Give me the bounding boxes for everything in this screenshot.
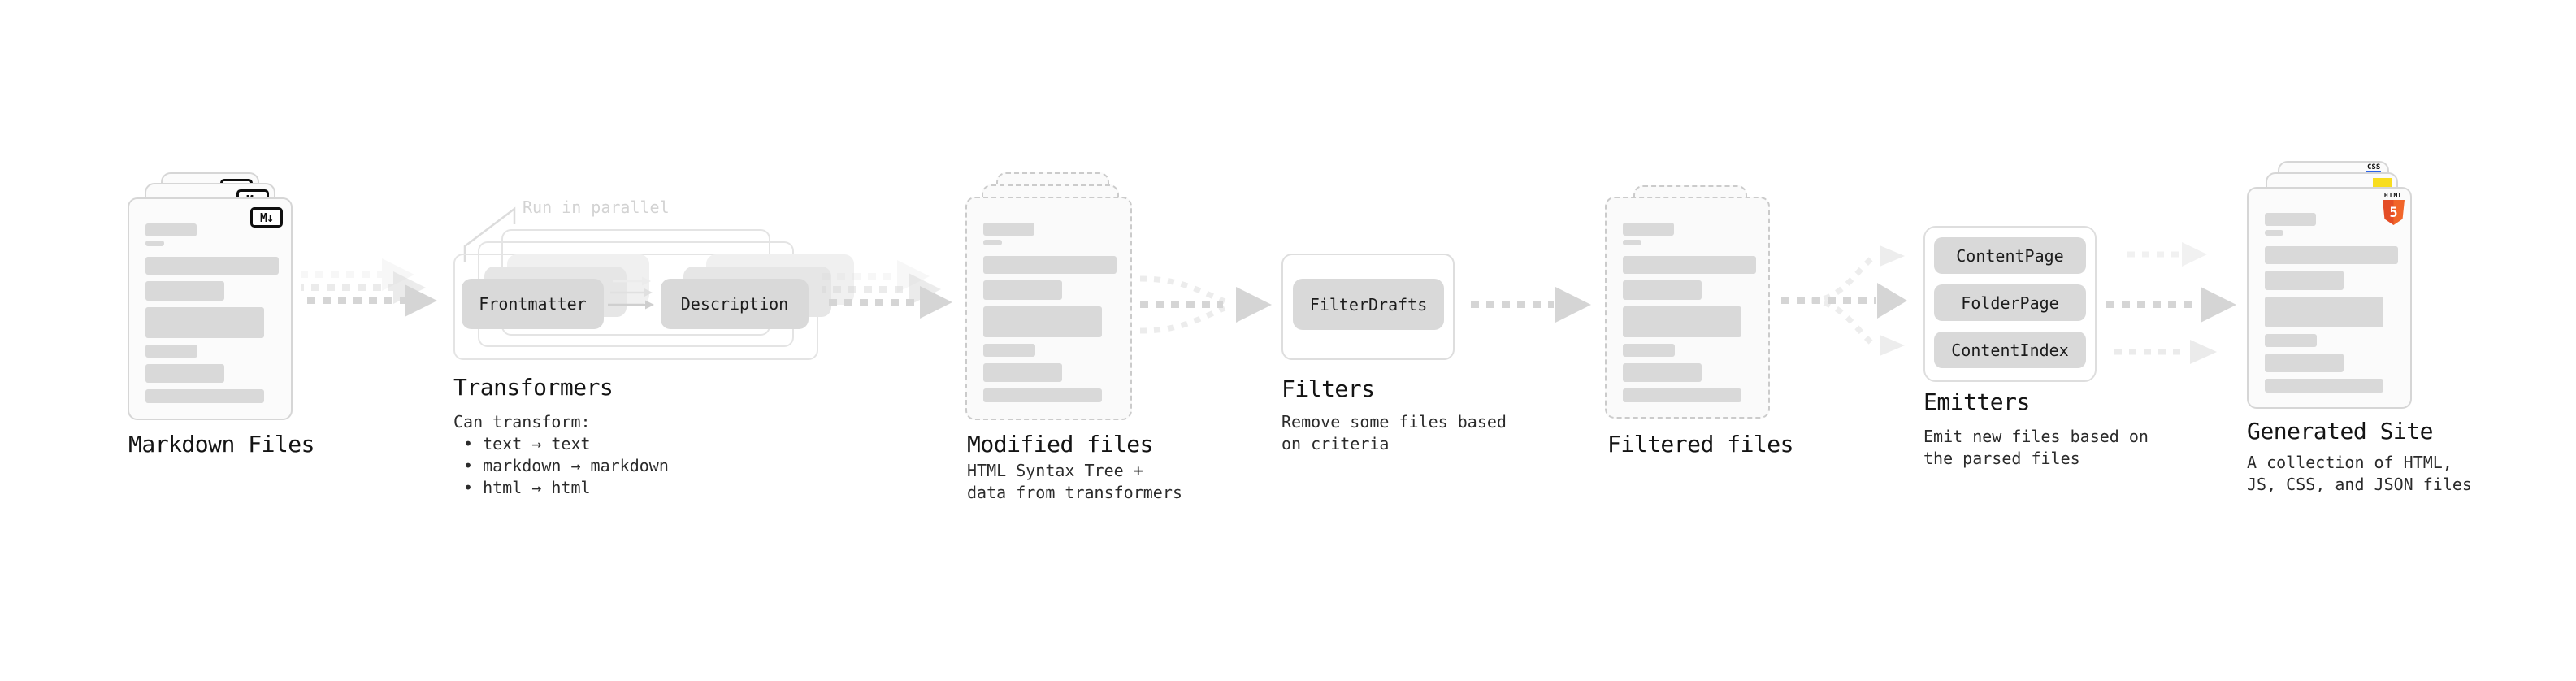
modified-desc-line: data from transformers <box>967 483 1182 502</box>
markdown-icon: M↓ <box>250 207 283 228</box>
html5-icon: HTML 5 <box>2383 192 2405 225</box>
mini-arrows <box>608 276 654 310</box>
run-in-parallel-note: Run in parallel <box>523 197 670 217</box>
arrow-markdown-to-transformers <box>301 258 437 317</box>
generated-site-title: Generated Site <box>2247 418 2434 445</box>
folderpage-pill: FolderPage <box>1934 284 2086 321</box>
html5-icon-caption: HTML <box>2383 192 2404 199</box>
skeleton-text-bars <box>2265 213 2398 393</box>
filtered-file-card-front <box>1605 197 1770 419</box>
contentpage-pill: ContentPage <box>1934 237 2086 274</box>
contentindex-pill: ContentIndex <box>1934 332 2086 368</box>
emitters-desc-line: the parsed files <box>1923 449 2080 468</box>
filters-desc: Remove some files based on criteria <box>1281 411 1507 455</box>
transformers-title: Transformers <box>453 374 614 401</box>
modified-file-card-front <box>965 197 1132 420</box>
arrow-modified-to-filters <box>1139 275 1272 334</box>
skeleton-text-bars <box>145 223 279 403</box>
skeleton-text-bars <box>1623 223 1756 402</box>
skeleton-text-bars <box>983 223 1117 402</box>
transformers-desc: Can transform: • text → text • markdown … <box>453 411 669 499</box>
modified-files-desc: HTML Syntax Tree + data from transformer… <box>967 460 1182 504</box>
transformers-bullet: • html → html <box>463 478 591 497</box>
filters-title: Filters <box>1281 375 1375 402</box>
filtered-files-title: Filtered files <box>1607 431 1794 458</box>
markdown-files-title: Markdown Files <box>128 431 315 458</box>
transformers-bullet: • text → text <box>463 434 591 453</box>
emitters-desc-line: Emit new files based on <box>1923 427 2149 446</box>
arrow-transformers-to-modified <box>822 260 952 319</box>
generated-desc-line: A collection of HTML, <box>2247 453 2452 472</box>
modified-desc-line: HTML Syntax Tree + <box>967 461 1143 480</box>
arrow-filters-to-filtered <box>1471 287 1591 323</box>
arrow-filtered-to-emitters <box>1781 245 1907 356</box>
modified-files-title: Modified files <box>967 431 1154 458</box>
html5-icon-numeral: 5 <box>2389 204 2398 221</box>
filters-desc-line: on criteria <box>1281 434 1390 453</box>
generated-file-card-front: HTML 5 <box>2247 187 2412 409</box>
filters-desc-line: Remove some files based <box>1281 412 1507 432</box>
emitters-desc: Emit new files based on the parsed files <box>1923 426 2149 470</box>
transformers-bullet: • markdown → markdown <box>463 456 669 475</box>
arrow-emitters-to-generated <box>2106 242 2236 364</box>
generated-desc-line: JS, CSS, and JSON files <box>2247 475 2472 494</box>
generated-site-desc: A collection of HTML, JS, CSS, and JSON … <box>2247 452 2472 496</box>
markdown-file-card-front: M↓ <box>128 197 293 420</box>
description-pill: Description <box>661 279 809 329</box>
filterdrafts-pill: FilterDrafts <box>1293 279 1444 330</box>
markdown-icon-glyph: M↓ <box>259 210 274 225</box>
emitters-title: Emitters <box>1923 388 2030 415</box>
transformers-desc-line: Can transform: <box>453 412 591 432</box>
frontmatter-pill: Frontmatter <box>462 279 604 329</box>
css-icon-label: CSS <box>2367 163 2381 171</box>
javascript-icon <box>2373 178 2392 189</box>
